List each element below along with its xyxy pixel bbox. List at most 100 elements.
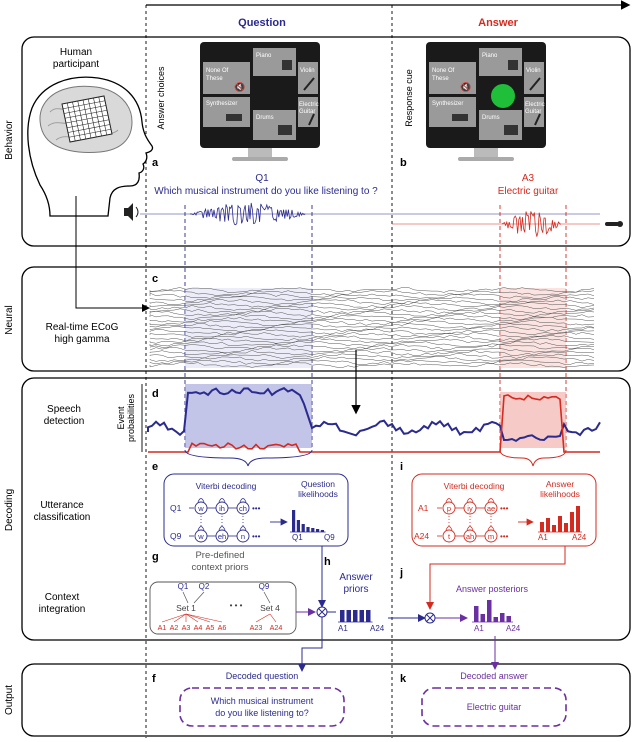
prior-answer-label: A1 — [158, 623, 167, 632]
ecog-trace — [149, 299, 595, 305]
ecog-electrode-grid — [61, 95, 113, 143]
a-likelihood-to-combine-arrow — [426, 546, 566, 610]
posterior-axis-end: A24 — [506, 624, 521, 633]
hmm-self-loop — [239, 526, 247, 531]
head-icon — [27, 76, 154, 217]
ecog-trace — [149, 343, 595, 350]
tile-electric — [298, 97, 318, 127]
answer-likelihood-bar — [552, 525, 556, 532]
electrode-grid-line — [87, 98, 97, 138]
hmm-self-loop — [466, 498, 474, 503]
prior-branch — [185, 613, 211, 623]
answer-likelihood-bar — [558, 516, 562, 532]
answer-likelihood-bar — [570, 512, 574, 532]
panel-letter-g: g — [152, 551, 159, 563]
hmm-self-loop — [239, 498, 247, 503]
tile-violin-label: Violin — [300, 68, 315, 74]
context-prior-box — [149, 581, 297, 635]
hmm-phone-label: p — [447, 504, 451, 513]
tile-none-r-label1: None Of — [432, 68, 455, 74]
decoded-answer-text: Electric guitar — [467, 702, 522, 712]
posterior-label: Answer posteriors — [456, 584, 529, 594]
tile-electric-label1: Electric — [299, 102, 319, 108]
decoding-section — [21, 377, 631, 641]
hmm-phone-label: w — [197, 504, 204, 513]
ecog-trace — [149, 310, 595, 317]
tile-synthesizer-r — [429, 97, 476, 127]
speaker-icon — [124, 203, 139, 221]
hmm-self-loop — [445, 526, 453, 531]
question-likelihood-bar — [320, 530, 324, 532]
answer-event-probability — [148, 394, 600, 453]
violin-icon-r — [529, 77, 541, 91]
hmm-continuation: ••• — [500, 532, 509, 541]
answer-prior-bar — [346, 610, 351, 622]
answer-text: Electric guitar — [498, 186, 559, 197]
prior-branch — [255, 613, 271, 623]
prior-set4: Set 4 — [260, 603, 280, 613]
prior-branch — [185, 613, 199, 623]
answer-likelihood-bars — [538, 506, 582, 533]
hmm-phone-label: ah — [466, 532, 474, 541]
prior-branch — [161, 613, 187, 623]
decoded-question-label: Decoded question — [226, 671, 299, 681]
answer-likelihood-bar — [564, 523, 568, 532]
prior-axis-end: A24 — [370, 624, 385, 633]
neural-section — [21, 266, 631, 372]
ecog-trace — [149, 292, 595, 299]
prior-q9: Q9 — [259, 582, 270, 591]
hmm-continuation: ••• — [252, 532, 261, 541]
ecog-trace — [149, 316, 595, 323]
question-likelihood-bar — [301, 524, 305, 532]
ecog-traces — [149, 287, 595, 368]
ecog-trace — [149, 332, 595, 338]
response-cue-dot — [491, 84, 515, 108]
answer-priors-line1: Answer — [339, 572, 373, 583]
hmm-self-loop — [466, 526, 474, 531]
panel-letter-j: j — [399, 567, 403, 579]
hmm-phone-label: n — [241, 532, 245, 541]
prior-answer-label: A4 — [194, 623, 203, 632]
tile-none — [203, 62, 250, 94]
electrode-grid-line — [67, 124, 111, 133]
answer-id: A3 — [522, 173, 535, 184]
ecog-trace — [149, 314, 595, 321]
question-likelihood-bar — [292, 510, 296, 532]
prior-answer-label: A5 — [206, 623, 215, 632]
event-prob-line2: probabilities — [126, 393, 136, 442]
ecog-trace — [149, 338, 595, 344]
ecog-trace — [149, 347, 595, 353]
participant-label-line2: participant — [53, 59, 99, 70]
answer-likelihood-line1: Answer — [546, 479, 575, 489]
tile-drums-label: Drums — [256, 115, 274, 121]
electrode-grid-line — [66, 119, 110, 129]
ecog-trace — [149, 326, 595, 332]
tile-piano-r-label: Piano — [482, 53, 498, 59]
ecog-label-line1: Real-time ECoG — [46, 322, 119, 333]
microphone-icon — [605, 221, 623, 227]
answer-lik-axis-start: A1 — [538, 533, 548, 542]
prior-q2: Q2 — [199, 582, 210, 591]
panel-letter-f: f — [152, 673, 156, 685]
hmm-state — [484, 529, 498, 543]
tile-synthesizer — [203, 97, 250, 127]
participant-label-line1: Human — [60, 47, 92, 58]
tile-violin-r-label: Violin — [526, 68, 541, 74]
question-detection-fill — [185, 384, 312, 448]
response-cue-label: Response cue — [404, 69, 414, 127]
question-classifier-box — [163, 473, 349, 547]
piano-icon — [282, 60, 292, 70]
answer-posterior-bars — [472, 600, 513, 623]
hmm-phone-label: ch — [239, 504, 247, 513]
question-combine-operator — [316, 606, 328, 618]
hmm-continuation: ••• — [500, 504, 509, 513]
prior-branch — [173, 613, 187, 623]
question-likelihood-bar — [311, 528, 315, 532]
question-row-q9: Q9 — [170, 531, 182, 541]
prior-link — [193, 591, 205, 604]
panel-letter-h: h — [324, 556, 331, 568]
prior-answer-label: A3 — [182, 623, 191, 632]
